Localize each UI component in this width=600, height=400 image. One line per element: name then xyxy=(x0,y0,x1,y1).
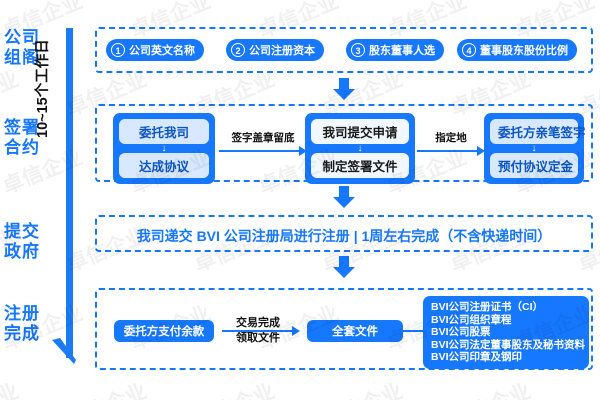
list-item: BVI公司注册证书（CI） xyxy=(431,301,544,313)
step-item-2[interactable]: 2 公司注册资本 xyxy=(226,39,324,61)
stage-label-company: 公司 组阁 xyxy=(4,28,64,68)
step-label: 股东董事人选 xyxy=(369,45,435,57)
document-list-connector xyxy=(403,330,425,332)
full-documents-pill[interactable]: 全套文件 xyxy=(307,320,403,342)
group-bottom-label: 达成协议 xyxy=(119,153,209,178)
step-label: 公司注册资本 xyxy=(249,45,315,57)
down-arrow-icon-1 xyxy=(333,78,355,100)
connector-label-2: 指定地 xyxy=(435,132,467,144)
connector-line-3 xyxy=(222,330,294,332)
group-bottom-label: 预付协议定金 xyxy=(490,153,578,178)
group-submit-application[interactable]: 我司提交申请 ↓ 制定签署文件 xyxy=(305,113,415,184)
connector-label-line-2: 领取文件 xyxy=(236,332,280,344)
stage-line-2: 完成 xyxy=(4,324,40,343)
mini-down-arrow-icon: ↓ xyxy=(161,143,167,154)
step-item-4[interactable]: 4 董事股东股份比例 xyxy=(457,39,577,61)
list-item: BVI公司法定董事股东及秘书资料 xyxy=(431,338,586,351)
step-item-3[interactable]: 3 股东董事人选 xyxy=(346,39,444,61)
stage-rail: 公司 组阁 签署 合约 提交 政府 注册 完成 10~15个工作日 xyxy=(0,0,90,400)
stage-line-2: 合约 xyxy=(4,138,40,157)
stage-line-1: 签署 xyxy=(4,118,40,137)
stage-label-complete: 注册 完成 xyxy=(4,304,64,344)
list-item: BVI公司股票 xyxy=(431,326,491,339)
connector-arrowhead-1 xyxy=(299,146,307,156)
connector-line-1 xyxy=(219,150,301,152)
group-engage-company[interactable]: 委托我司 ↓ 达成协议 xyxy=(113,113,215,184)
connector-label-1: 签字盖章留底 xyxy=(231,132,295,144)
step-number-badge: 4 xyxy=(462,43,476,57)
stage-label-submit: 提交 政府 xyxy=(4,222,64,262)
down-arrow-icon-3 xyxy=(333,256,355,278)
step-number-badge: 2 xyxy=(231,43,245,57)
watermark-text: 卓信企业 xyxy=(189,375,278,400)
down-arrow-icon-2 xyxy=(333,186,355,208)
step-number-badge: 3 xyxy=(351,43,365,57)
connector-label-line-1: 交易完成 xyxy=(236,317,280,329)
timeline-bar xyxy=(66,28,73,358)
duration-label: 10~15个工作日 xyxy=(35,39,51,138)
row-government-filing: 我司递交 BVI 公司注册局进行注册 | 1周左右完成（不含快递时间） xyxy=(95,215,593,252)
step-label: 公司英文名称 xyxy=(129,45,195,57)
watermark-text: 卓信企业 xyxy=(573,375,600,400)
stage-label-sign: 签署 合约 xyxy=(4,118,64,158)
group-top-label: 委托我司 xyxy=(119,119,209,144)
stage-line-1: 公司 xyxy=(4,28,40,47)
connector-arrowhead-2 xyxy=(477,146,485,156)
group-client-signature[interactable]: 委托方亲笔签字 ↓ 预付协议定金 xyxy=(484,113,586,184)
list-item: BVI公司印章及钢印 xyxy=(431,351,523,364)
stage-line-1: 注册 xyxy=(4,304,40,323)
government-filing-text: 我司递交 BVI 公司注册局进行注册 | 1周左右完成（不含快递时间） xyxy=(136,228,552,244)
stage-line-2: 政府 xyxy=(4,242,40,261)
timeline-arrow-icon xyxy=(52,338,78,364)
pay-balance-pill[interactable]: 委托方支付余款 xyxy=(114,320,214,342)
stage-line-2: 组阁 xyxy=(4,48,40,67)
connector-arrowhead-3 xyxy=(292,326,300,336)
group-top-label: 委托方亲笔签字 xyxy=(490,119,586,144)
mini-down-arrow-icon: ↓ xyxy=(357,143,363,154)
step-item-1[interactable]: 1 公司英文名称 xyxy=(106,39,204,61)
stage-line-1: 提交 xyxy=(4,222,40,241)
row-company-setup xyxy=(95,27,593,73)
step-label: 董事股东股份比例 xyxy=(480,45,568,57)
list-item: BVI公司组织章程 xyxy=(431,313,512,326)
row-registration-complete xyxy=(95,288,593,370)
connector-line-2 xyxy=(417,150,479,152)
watermark-text: 卓信企业 xyxy=(445,375,534,400)
group-top-label: 我司提交申请 xyxy=(311,119,409,144)
mini-down-arrow-icon: ↓ xyxy=(531,143,537,154)
watermark-text: 卓信企业 xyxy=(317,375,406,400)
connector-label-3: 交易完成 领取文件 xyxy=(226,316,290,346)
document-list: BVI公司注册证书（CI） BVI公司组织章程 BVI公司股票 BVI公司法定董… xyxy=(423,296,589,369)
step-number-badge: 1 xyxy=(111,43,125,57)
group-bottom-label: 制定签署文件 xyxy=(311,153,409,178)
